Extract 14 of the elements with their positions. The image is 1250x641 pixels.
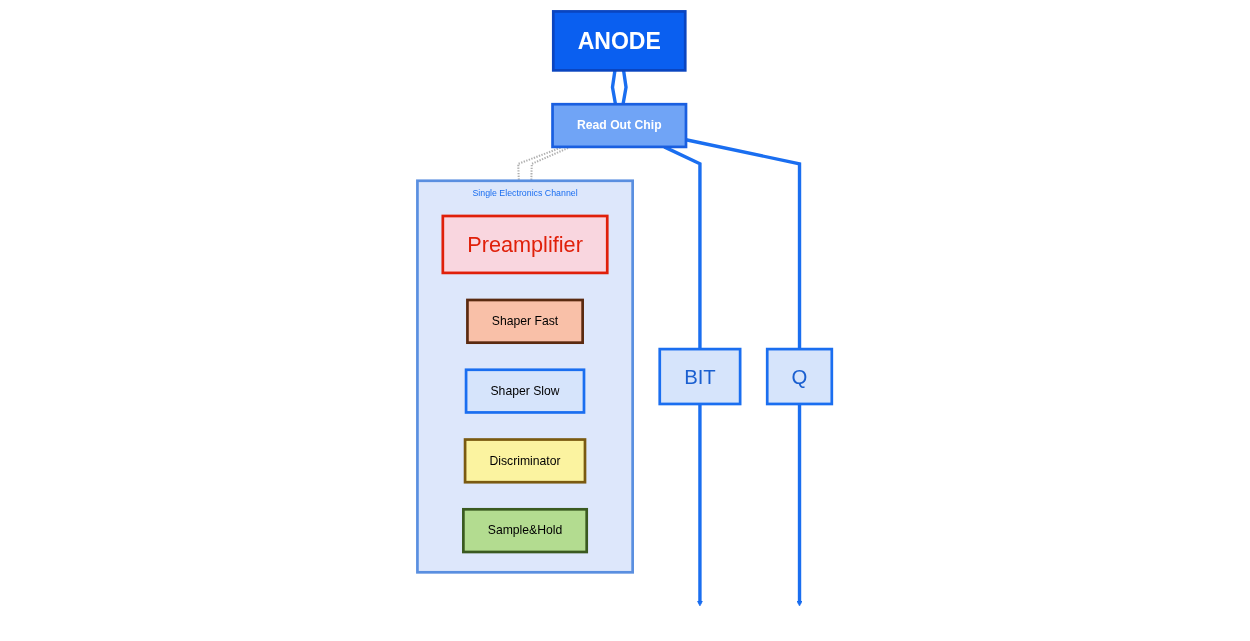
node-box: Preamplifier: [441, 214, 609, 274]
arrow: [697, 403, 704, 606]
node-box: Discriminator: [464, 437, 587, 484]
node-box: BIT: [658, 347, 742, 405]
node-box: ANODE: [552, 9, 687, 72]
connector: [686, 137, 802, 349]
node-box: Sample&Hold: [462, 507, 589, 553]
node-box: Shaper Slow: [465, 367, 586, 414]
arrow: [796, 403, 803, 606]
connector: [621, 69, 629, 104]
node-box: Q: [766, 347, 834, 405]
node-box: Read Out Chip: [551, 102, 688, 148]
connector: [611, 69, 618, 104]
node-box: Shaper Fast: [466, 298, 585, 344]
